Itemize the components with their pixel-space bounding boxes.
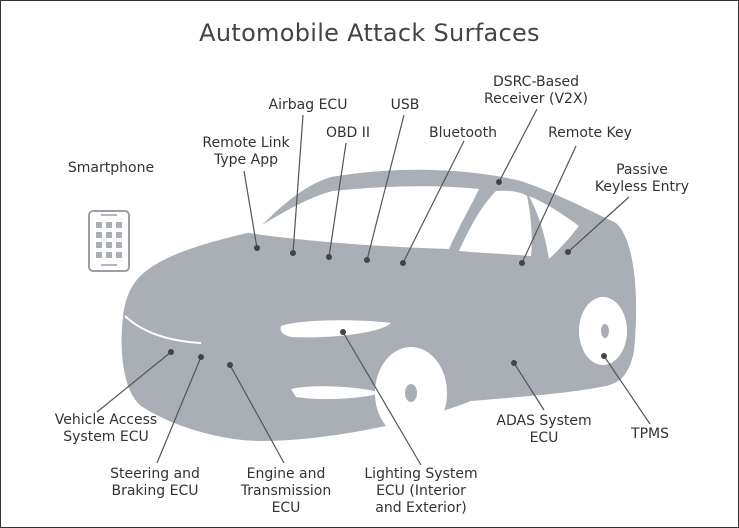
label-airbag: Airbag ECU [268,97,348,113]
leader-tpms [603,355,651,425]
leader-vehicle-access [96,351,172,413]
point-remote-key [519,260,525,266]
label-adas: ADAS System ECU [496,413,592,446]
label-dsrc: DSRC-Based Receiver (V2X) [483,74,588,107]
leader-airbag [292,114,304,254]
point-passive-keyless [565,249,571,255]
smartphone-icon [88,210,130,272]
leader-obd [328,142,347,258]
point-vehicle-access [168,349,174,355]
leader-steering [156,356,202,464]
diagram-title: Automobile Attack Surfaces [199,19,540,47]
window [529,196,579,259]
point-dsrc [496,179,502,185]
window [249,186,479,249]
bumper-shape [291,386,381,400]
front-wheel-hub [405,384,417,402]
label-lighting: Lighting System ECU (Interior and Exteri… [364,466,478,516]
point-bluetooth [400,260,406,266]
leader-remote-key [521,145,577,264]
leader-dsrc [498,108,538,183]
point-adas [511,360,517,366]
label-vehicle-access: Vehicle Access System ECU [54,412,158,445]
headlight-shape [280,320,391,338]
point-obd [326,254,332,260]
label-steering: Steering and Braking ECU [110,466,200,499]
leader-passive-keyless [567,196,630,253]
label-remote-link: Remote Link Type App [202,135,290,168]
rear-wheel-hub [601,324,609,338]
point-airbag [290,250,296,256]
point-lighting [340,329,346,335]
leader-bluetooth [402,140,465,264]
window [459,190,532,256]
label-engine: Engine and Transmission ECU [240,466,332,516]
point-steering [198,354,204,360]
leader-remote-link [243,170,258,249]
point-usb [364,257,370,263]
leader-usb [366,114,405,261]
point-engine [227,362,233,368]
point-remote-link [254,245,260,251]
label-smartphone: Smartphone [67,160,155,176]
label-obd: OBD II [325,125,371,141]
leader-lighting [342,331,422,466]
label-bluetooth: Bluetooth [429,125,497,141]
point-tpms [601,353,607,359]
label-usb: USB [390,97,420,113]
leader-engine [229,364,285,464]
label-remote-key: Remote Key [548,125,632,141]
grille-line [124,315,202,344]
label-tpms: TPMS [631,426,669,442]
leader-adas [513,362,545,411]
label-passive-keyless: Passive Keyless Entry [594,162,690,195]
